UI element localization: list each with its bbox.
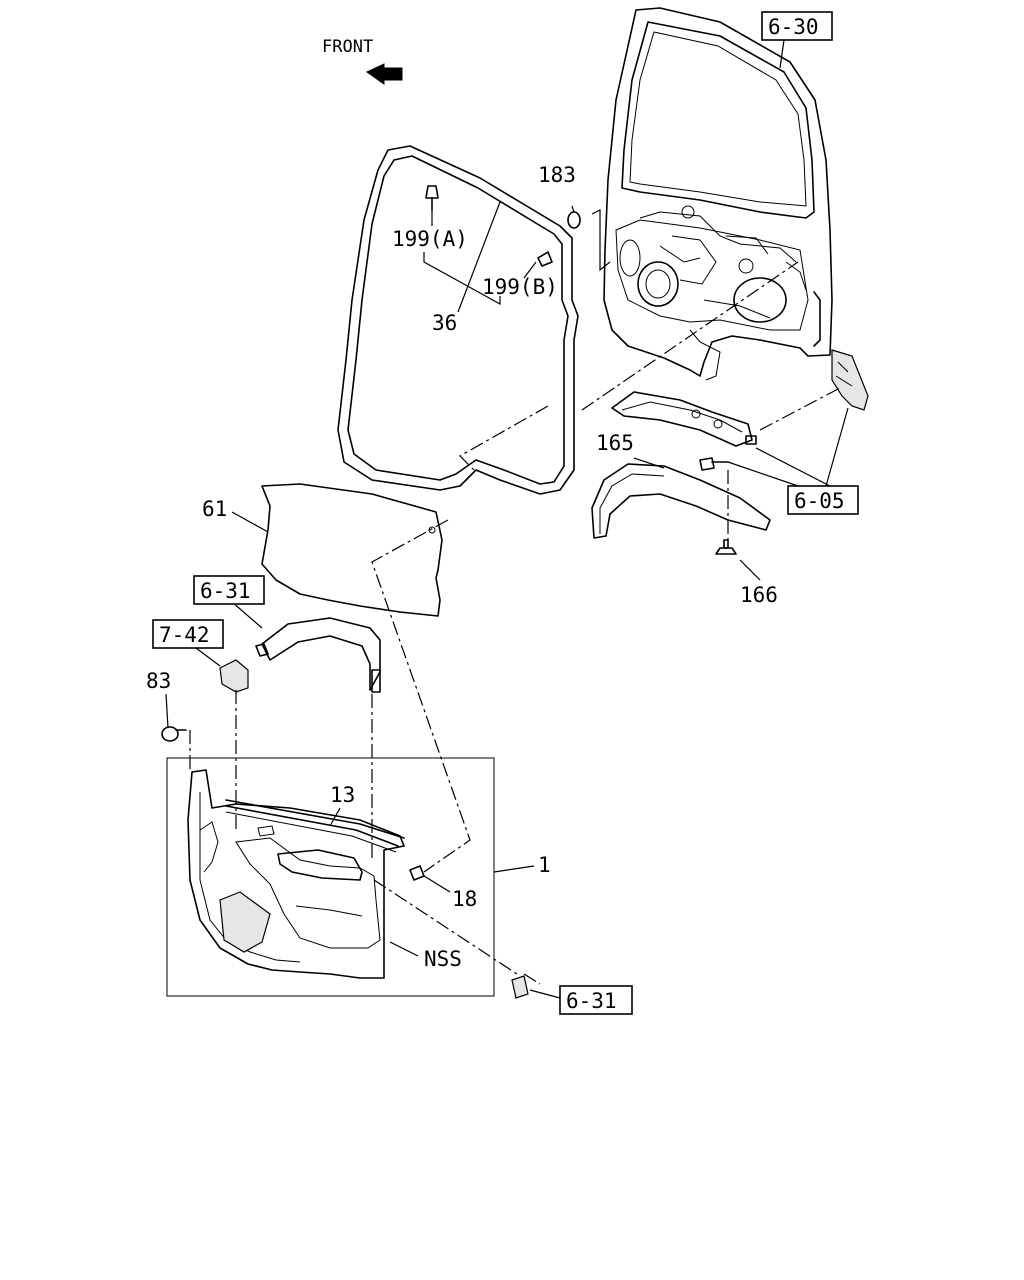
- bolt-6-05: [699, 457, 729, 471]
- part-61-sheet: [261, 483, 443, 617]
- label-199a: 199(A): [392, 227, 468, 251]
- assembly-lines: [189, 261, 841, 985]
- label-166: 166: [740, 583, 778, 607]
- label-nss: NSS: [424, 947, 462, 971]
- door-frame: [603, 7, 833, 381]
- svg-text:6-31: 6-31: [566, 989, 617, 1013]
- label-36: 36: [432, 311, 457, 335]
- label-83: 83: [146, 669, 171, 693]
- assembly-box: [166, 757, 495, 997]
- part-183-plug: [567, 211, 581, 229]
- step-bracket: [831, 349, 869, 411]
- switch-6-31-bottom: [511, 975, 529, 999]
- front-label: FRONT: [322, 37, 373, 57]
- label-13: 13: [330, 783, 355, 807]
- part-165-liner: [591, 463, 771, 539]
- part-36-weatherstrip: [337, 145, 579, 495]
- label-61: 61: [202, 497, 227, 521]
- door-trim-panel: [187, 769, 405, 979]
- ref-box-6-31-bottom: 6-31: [559, 985, 633, 1015]
- ref-box-6-30: 6-30: [761, 11, 833, 41]
- switch-7-42: [219, 659, 249, 693]
- label-199b: 199(B): [482, 275, 558, 299]
- grip-handle: [255, 617, 381, 693]
- ref-box-7-42: 7-42: [152, 619, 224, 649]
- part-199a-clip: [425, 185, 439, 211]
- label-18: 18: [452, 887, 477, 911]
- ref-box-6-31-top: 6-31: [193, 575, 265, 605]
- label-165: 165: [596, 431, 634, 455]
- svg-text:6-31: 6-31: [200, 579, 251, 603]
- scuff-plate: [611, 391, 757, 447]
- leader-lines: [165, 39, 849, 999]
- svg-text:7-42: 7-42: [159, 623, 210, 647]
- part-199b-clip: [537, 251, 553, 267]
- label-183: 183: [538, 163, 576, 187]
- part-83-screw: [161, 726, 187, 742]
- svg-text:6-30: 6-30: [768, 15, 819, 39]
- part-166-clip: [715, 539, 737, 555]
- part-18-clip: [409, 865, 425, 881]
- label-1: 1: [538, 853, 551, 877]
- ref-box-6-05: 6-05: [787, 485, 859, 515]
- front-arrow-icon: [366, 63, 403, 85]
- svg-text:6-05: 6-05: [794, 489, 845, 513]
